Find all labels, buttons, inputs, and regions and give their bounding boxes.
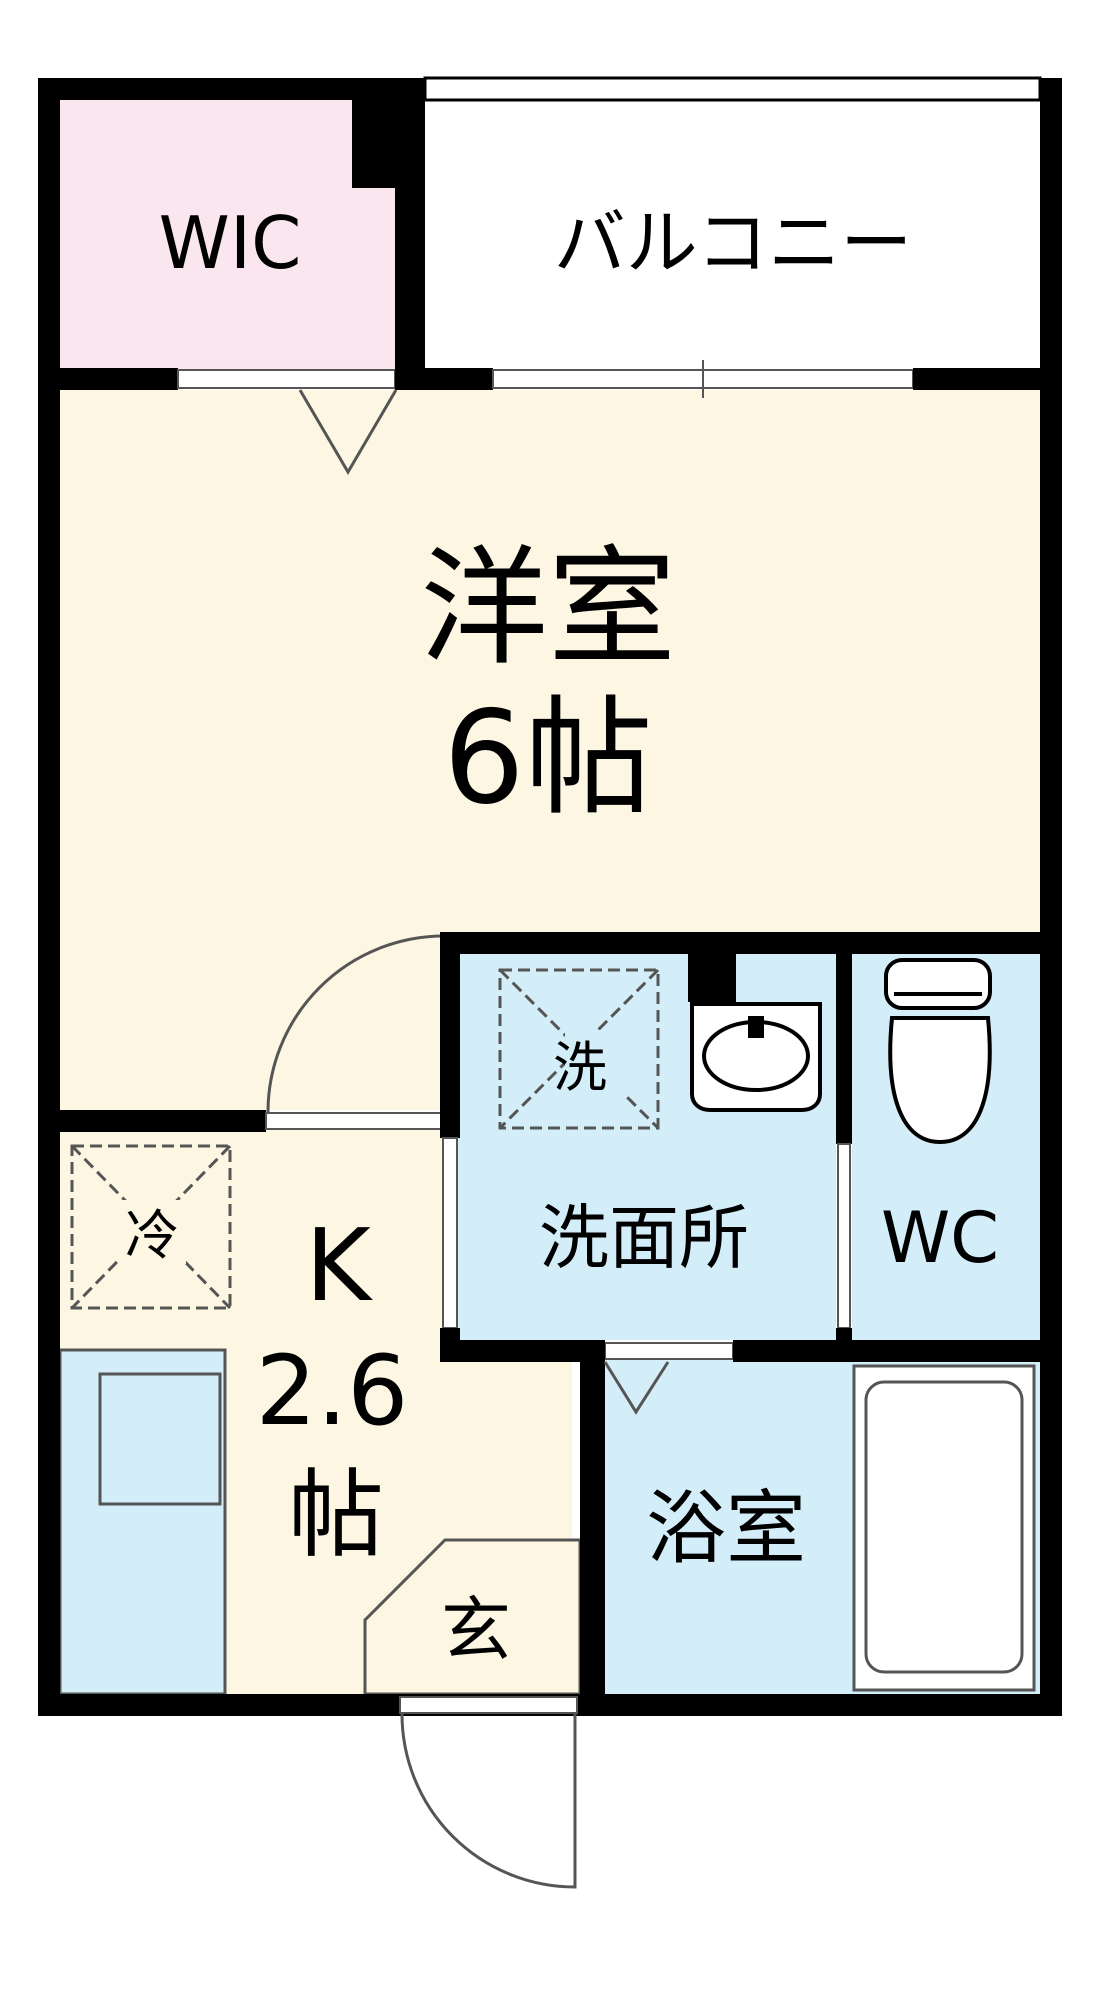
- bath-door-swing: [603, 1361, 670, 1415]
- wic-label: WIC: [159, 201, 302, 285]
- balcony-area: [425, 100, 1040, 370]
- kitchen-size-number: 2.6: [256, 1335, 409, 1447]
- western-room-size: 6帖: [443, 684, 652, 833]
- entrance-label: 玄: [441, 1589, 511, 1671]
- mid-wall-left: [38, 1110, 266, 1132]
- wic-door-swing: [298, 389, 398, 475]
- upper-wall-left: [38, 368, 178, 390]
- western-room-name: 洋室: [420, 534, 676, 683]
- wash-basin: [690, 1002, 822, 1112]
- kitchen-door-opening: [265, 1112, 445, 1130]
- bath-wall-right-top: [733, 1340, 1040, 1362]
- entrance-door-opening: [399, 1696, 578, 1714]
- washroom-left-door: [442, 1137, 458, 1329]
- wic-corner-pillar: [352, 100, 400, 188]
- toilet-fixture: [884, 958, 992, 1145]
- toilet-label: WC: [881, 1197, 999, 1279]
- entrance-door-swing: [400, 1713, 577, 1889]
- balcony-railing: [423, 76, 1042, 102]
- toilet-door: [837, 1143, 851, 1329]
- bath-door-top: [604, 1342, 734, 1360]
- bathtub: [852, 1364, 1036, 1692]
- kitchen-name: K: [305, 1207, 373, 1324]
- upper-wall-mid: [395, 368, 493, 390]
- washroom-pillar: [688, 954, 736, 1002]
- washroom-label: 洗面所: [539, 1197, 749, 1279]
- wet-area-top-wall: [440, 932, 1040, 954]
- kitchen-size-unit: 帖: [288, 1459, 384, 1571]
- bath-wall-left-top: [440, 1340, 605, 1362]
- wic-area: [60, 100, 405, 370]
- balcony-label: バルコニー: [554, 201, 913, 285]
- wic-door-opening: [177, 369, 396, 389]
- outer-wall-left: [38, 78, 60, 1716]
- toilet-area: [852, 952, 1040, 1340]
- outer-wall-top-wic: [38, 78, 425, 100]
- bathroom-label: 浴室: [646, 1482, 806, 1575]
- toilet-left-wall-top: [836, 932, 852, 1144]
- washer-label: 洗: [553, 1036, 607, 1099]
- sink-basin: [98, 1372, 222, 1506]
- bath-left-wall: [580, 1340, 605, 1716]
- outer-wall-right: [1040, 78, 1062, 1716]
- washroom-left-wall-top: [440, 932, 460, 1138]
- upper-wall-right: [913, 368, 1040, 390]
- kitchen-door-swing: [266, 934, 445, 1113]
- fridge-label: 冷: [125, 1204, 179, 1267]
